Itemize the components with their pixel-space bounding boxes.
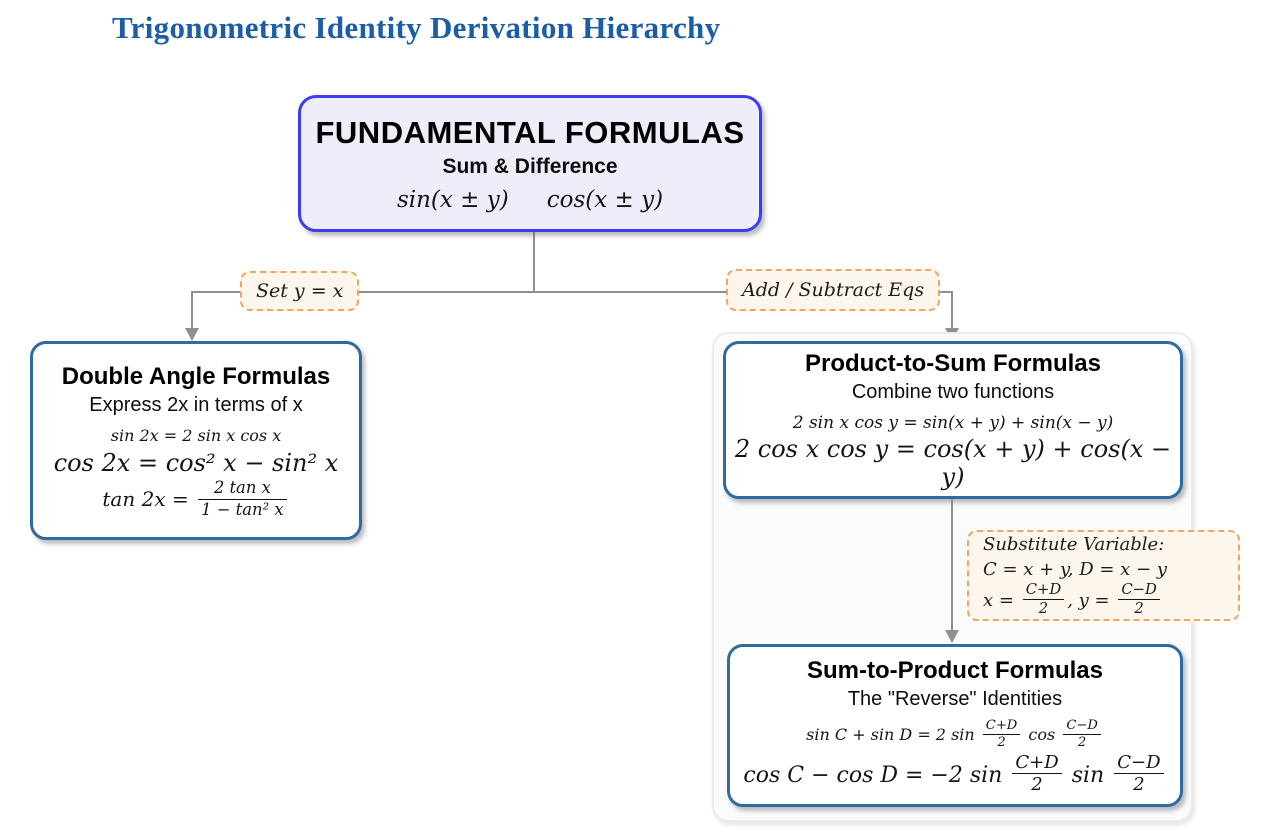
double-angle-formula-cos: cos 2x = cos² x − sin² x bbox=[53, 449, 339, 478]
double-angle-heading: Double Angle Formulas bbox=[61, 363, 331, 391]
connector-right-drop bbox=[951, 291, 953, 331]
double-angle-formula-sin: sin 2x = 2 sin x cos x bbox=[110, 426, 282, 446]
edge-label-substitute-variable: Substitute Variable: C = x + y, D = x − … bbox=[967, 530, 1240, 621]
fundamental-formula-cos: cos(x ± y) bbox=[546, 187, 664, 214]
product-to-sum-formula-cos: 2 cos x cos y = cos(x + y) + cos(x − y) bbox=[734, 435, 1172, 491]
edge-label-add-subtract-eqs: Add / Subtract Eqs bbox=[726, 269, 941, 311]
double-angle-subheading: Express 2x in terms of x bbox=[89, 394, 303, 417]
sum-to-product-subheading: The "Reverse" Identities bbox=[847, 687, 1063, 710]
connector-left-drop bbox=[191, 291, 193, 331]
connector-horizontal bbox=[191, 291, 953, 293]
fundamental-subheading: Sum & Difference bbox=[442, 155, 618, 179]
product-to-sum-subheading: Combine two functions bbox=[851, 381, 1055, 403]
connector-stem bbox=[533, 230, 535, 292]
node-product-to-sum: Product-to-Sum Formulas Combine two func… bbox=[723, 341, 1183, 499]
node-double-angle: Double Angle Formulas Express 2x in term… bbox=[30, 341, 362, 540]
product-to-sum-heading: Product-to-Sum Formulas bbox=[804, 350, 1101, 377]
node-sum-to-product: Sum-to-Product Formulas The "Reverse" Id… bbox=[727, 644, 1183, 807]
arrowhead-left-icon bbox=[185, 328, 199, 341]
edge-label-set-y-equals-x: Set y = x bbox=[240, 271, 360, 311]
fundamental-heading: FUNDAMENTAL FORMULAS bbox=[315, 114, 745, 150]
substitute-line-1: Substitute Variable: bbox=[983, 534, 1165, 556]
fundamental-formula: sin(x ± y) cos(x ± y) bbox=[397, 187, 663, 213]
substitute-line-2: C = x + y, D = x − y bbox=[983, 558, 1167, 580]
arrowhead-mid-icon bbox=[945, 630, 959, 643]
diagram-title: Trigonometric Identity Derivation Hierar… bbox=[112, 10, 721, 45]
connector-mid-drop bbox=[951, 499, 953, 632]
node-fundamental-formulas: FUNDAMENTAL FORMULAS Sum & Difference si… bbox=[298, 95, 762, 232]
sum-to-product-heading: Sum-to-Product Formulas bbox=[806, 656, 1103, 684]
product-to-sum-formula-sin: 2 sin x cos y = sin(x + y) + sin(x − y) bbox=[792, 413, 1114, 433]
fundamental-formula-sin: sin(x ± y) bbox=[396, 187, 509, 214]
